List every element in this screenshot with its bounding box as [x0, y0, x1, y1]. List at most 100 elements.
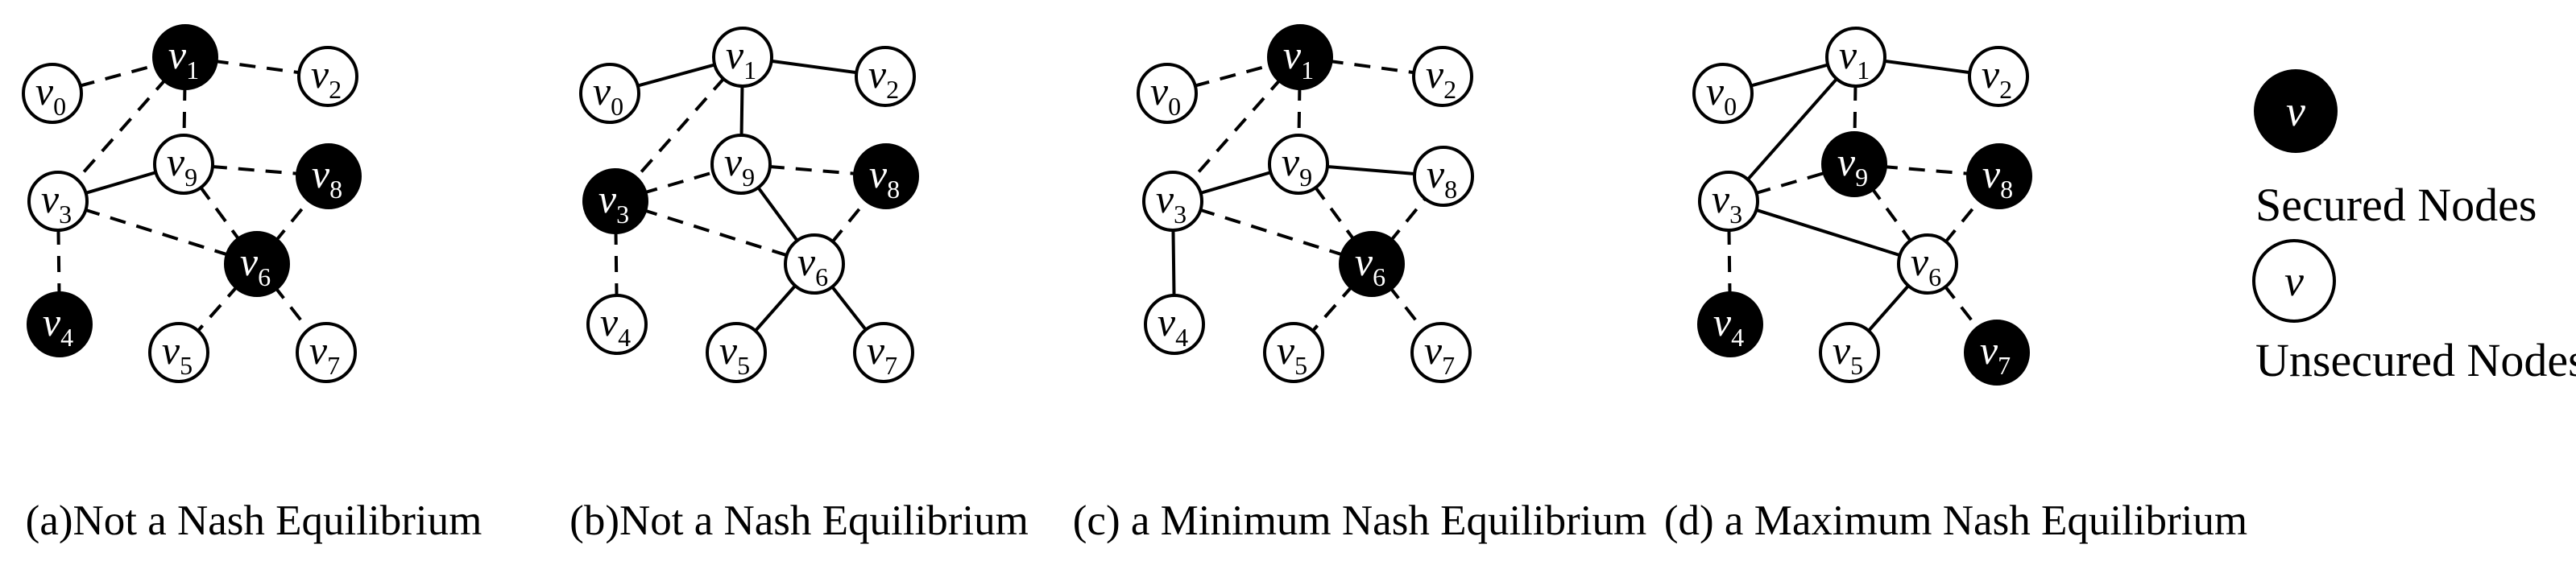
d-edge-v9-v6 — [1853, 163, 1929, 266]
c-node-v0: v0 — [1137, 63, 1198, 124]
c-node-circle-v6 — [1339, 231, 1405, 297]
b-edge-v3-v4 — [614, 200, 619, 325]
c-node-circle-v1 — [1267, 24, 1333, 90]
a-node-circle-v4 — [27, 291, 93, 357]
a-node-circle-v3 — [27, 171, 89, 232]
c-node-circle-v5 — [1263, 322, 1324, 383]
d-node-v0: v0 — [1692, 63, 1754, 124]
d-node-circle-v3 — [1698, 171, 1759, 232]
c-node-label-v9: v9 — [1282, 139, 1312, 192]
b-node-v4: v4 — [586, 294, 648, 355]
a-node-circle-v5 — [148, 322, 209, 383]
c-node-label-v3: v3 — [1156, 176, 1187, 229]
d-node-circle-v0 — [1692, 63, 1754, 124]
c-node-v6: v6 — [1339, 231, 1405, 297]
b-node-circle-v3 — [582, 168, 648, 234]
legend-unsecured-node-icon: v — [2252, 239, 2336, 323]
d-node-v9: v9 — [1821, 131, 1887, 197]
a-node-circle-v0 — [22, 63, 83, 124]
c-node-circle-v4 — [1144, 294, 1205, 355]
a-node-label-v4: v4 — [43, 299, 73, 352]
b-node-v8: v8 — [853, 143, 919, 209]
c-node-v2: v2 — [1412, 46, 1473, 107]
legend-unsecured-label: Unsecured Nodes — [2255, 334, 2576, 386]
b-node-circle-v1 — [712, 27, 773, 88]
c-node-v5: v5 — [1263, 322, 1324, 383]
a-node-label-v0: v0 — [35, 68, 66, 121]
legend-secured-symbol: v — [2286, 87, 2305, 135]
d-node-circle-v8 — [1966, 143, 2032, 209]
d-node-label-v4: v4 — [1713, 299, 1744, 352]
d-node-label-v3: v3 — [1712, 176, 1742, 229]
c-node-v7: v7 — [1410, 322, 1472, 383]
c-node-v9: v9 — [1268, 134, 1329, 195]
a-node-label-v6: v6 — [240, 239, 271, 291]
a-node-circle-v1 — [152, 24, 218, 90]
b-edge-v1-v3 — [614, 56, 744, 203]
d-node-circle-v5 — [1819, 322, 1880, 383]
b-node-label-v3: v3 — [598, 176, 629, 229]
c-node-label-v7: v7 — [1424, 328, 1455, 380]
d-node-v5: v5 — [1819, 322, 1880, 383]
c-node-v3: v3 — [1142, 171, 1203, 232]
a-node-v9: v9 — [153, 134, 214, 195]
d-node-circle-v1 — [1825, 27, 1886, 88]
b-edge-v3-v9 — [615, 163, 742, 203]
b-node-circle-v6 — [784, 233, 845, 295]
d-node-label-v6: v6 — [1911, 239, 1941, 291]
c-node-circle-v8 — [1413, 146, 1474, 207]
a-node-label-v7: v7 — [309, 328, 340, 380]
c-node-circle-v9 — [1268, 134, 1329, 195]
a-node-label-v9: v9 — [167, 139, 197, 192]
d-node-circle-v6 — [1897, 233, 1958, 295]
b-node-v3: v3 — [582, 168, 648, 234]
d-node-label-v8: v8 — [1982, 151, 2013, 204]
a-node-circle-v8 — [296, 143, 362, 209]
b-node-label-v7: v7 — [867, 328, 897, 380]
b-node-circle-v9 — [710, 134, 772, 195]
a-node-v6: v6 — [224, 231, 290, 297]
a-node-v2: v2 — [297, 46, 358, 107]
d-edge-v1-v3 — [1727, 56, 1857, 203]
c-edge-v6-v5 — [1292, 262, 1373, 354]
c-node-label-v8: v8 — [1427, 151, 1457, 204]
a-node-v7: v7 — [296, 322, 357, 383]
c-node-circle-v3 — [1142, 171, 1203, 232]
c-edge-v3-v6 — [1172, 200, 1373, 266]
b-edge-v3-v6 — [615, 200, 815, 266]
a-edge-v3-v4 — [56, 200, 61, 325]
c-node-circle-v2 — [1412, 46, 1473, 107]
a-node-circle-v2 — [297, 46, 358, 107]
b-node-label-v2: v2 — [868, 52, 899, 104]
c-node-v8: v8 — [1413, 146, 1474, 207]
d-node-label-v2: v2 — [1982, 52, 2012, 104]
b-node-v9: v9 — [710, 134, 772, 195]
b-node-v2: v2 — [855, 46, 916, 107]
a-node-v4: v4 — [27, 291, 93, 357]
b-node-v5: v5 — [706, 322, 767, 383]
c-node-label-v6: v6 — [1355, 239, 1385, 291]
b-node-circle-v0 — [579, 63, 640, 124]
b-node-label-v6: v6 — [797, 239, 828, 291]
b-node-label-v5: v5 — [719, 328, 750, 380]
b-node-circle-v4 — [586, 294, 648, 355]
a-node-v3: v3 — [27, 171, 89, 232]
b-node-label-v4: v4 — [600, 299, 631, 352]
caption-c: (c) a Minimum Nash Equilibrium — [1072, 497, 1647, 544]
c-node-v1: v1 — [1267, 24, 1333, 90]
c-node-circle-v0 — [1137, 63, 1198, 124]
d-node-v6: v6 — [1897, 233, 1958, 295]
c-node-label-v2: v2 — [1426, 52, 1456, 104]
d-node-circle-v4 — [1697, 291, 1763, 357]
c-node-circle-v7 — [1410, 322, 1472, 383]
caption-d: (d) a Maximum Nash Equilibrium — [1663, 497, 2248, 544]
b-node-circle-v8 — [853, 143, 919, 209]
d-node-v1: v1 — [1825, 27, 1886, 88]
c-node-label-v1: v1 — [1283, 32, 1314, 85]
d-node-v2: v2 — [1968, 46, 2029, 107]
b-node-v1: v1 — [712, 27, 773, 88]
a-node-circle-v9 — [153, 134, 214, 195]
legend-secured-label: Secured Nodes — [2255, 179, 2537, 231]
